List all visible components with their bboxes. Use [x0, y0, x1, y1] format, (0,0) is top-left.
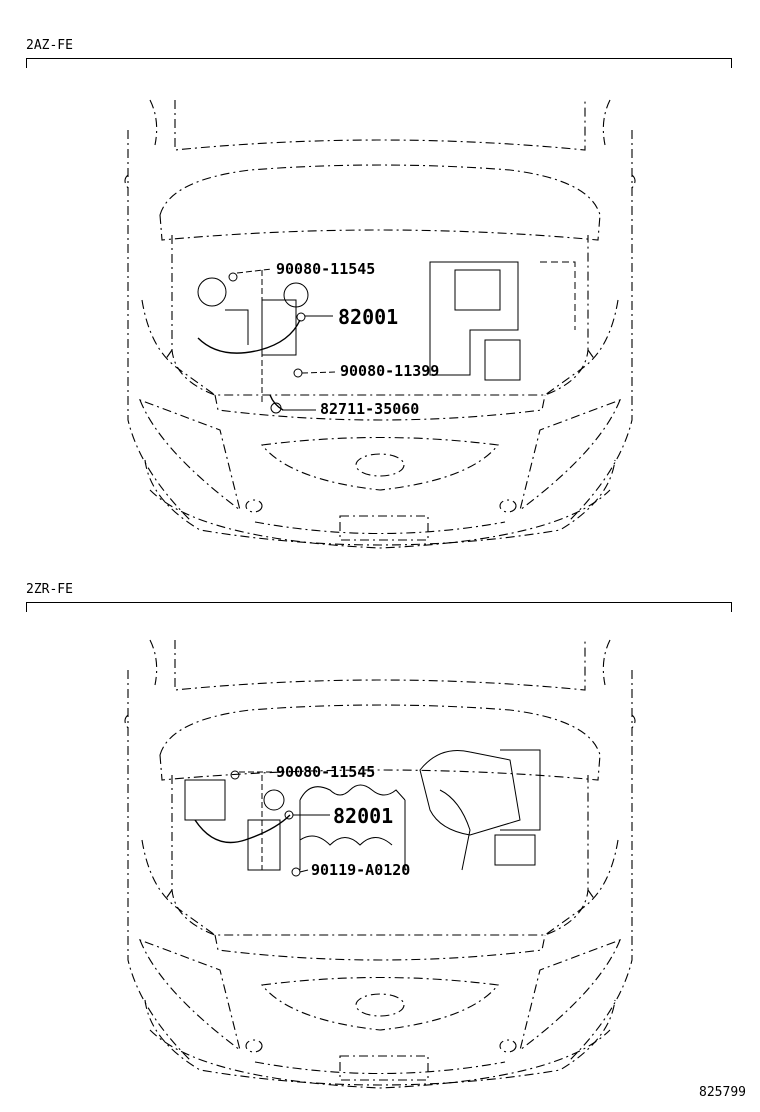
engine-label-2zr-fe: 2ZR-FE — [26, 582, 73, 597]
callout-part-82711-35060-top: 82711-35060 — [320, 400, 420, 418]
section-divider-1-left-tick — [26, 58, 27, 68]
section-divider-2 — [26, 602, 732, 603]
engine-bay-details-top — [197, 261, 576, 414]
callout-part-82001-top: 82001 — [338, 305, 399, 329]
callout-part-90080-11545-bottom: 90080-11545 — [276, 763, 376, 781]
engine-bay-details-bottom — [184, 749, 541, 877]
figure-id: 825799 — [699, 1085, 746, 1100]
section-divider-2-left-tick — [26, 602, 27, 612]
callout-part-90119-a0120-bottom: 90119-A0120 — [311, 861, 411, 879]
callout-part-90080-11545-top: 90080-11545 — [276, 260, 376, 278]
callout-part-82001-bottom: 82001 — [333, 804, 394, 828]
engine-label-2az-fe: 2AZ-FE — [26, 38, 73, 53]
section-divider-2-right-tick — [731, 602, 732, 612]
callout-part-90080-11399-top: 90080-11399 — [340, 362, 440, 380]
section-divider-1 — [26, 58, 732, 59]
section-divider-1-right-tick — [731, 58, 732, 68]
